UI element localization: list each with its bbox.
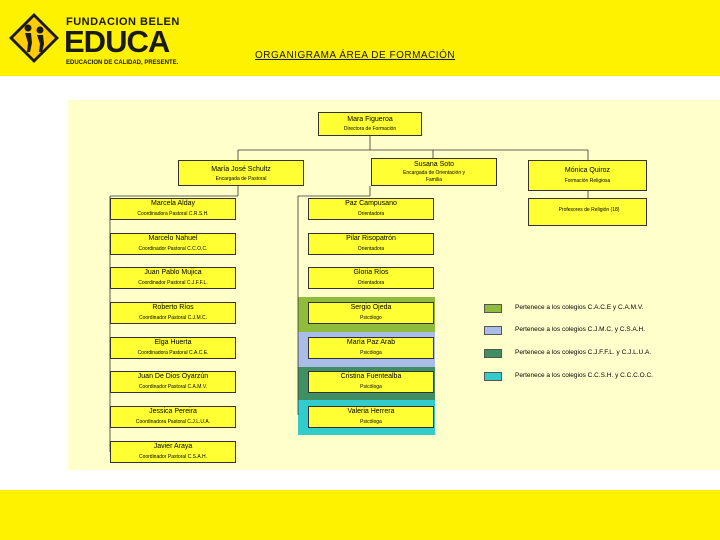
node-religion-teachers: Profesores de Religión (18): [528, 198, 647, 226]
node-name: María José Schultz: [211, 166, 271, 173]
node-name: Mara Figueroa: [347, 116, 393, 123]
node-role: Coordinadora Pastoral C.J.L.U.A.: [135, 419, 211, 425]
node-pastoral-5: Elga Huerta Coordinadora Pastoral C.A.C.…: [110, 337, 236, 359]
node-name: Marcelo Nahuel: [148, 235, 198, 242]
node-name: Jessica Pereira: [149, 408, 197, 415]
node-pastoral-8: Javier Araya Coordinador Pastoral C.S.A.…: [110, 441, 236, 463]
node-manager-pastoral: María José Schultz Encargada de Pastoral: [178, 160, 304, 186]
node-role: Encargada de Orientación y Familia: [403, 170, 465, 183]
node-role: Directora de Formación: [343, 126, 397, 132]
node-director: Mara Figueroa Directora de Formación: [318, 112, 422, 136]
node-pastoral-1: Marcela Alday Coordinadora Pastoral C.R.…: [110, 198, 236, 220]
legend-label-4: Pertenece a los colegios C.C.S.H. y C.C.…: [515, 372, 653, 379]
top-band: [0, 0, 720, 76]
node-role: Formación Religiosa: [564, 178, 611, 184]
node-name: Pilar Risopatrón: [346, 235, 396, 242]
node-role: Coordinadora Pastoral C.R.S.H.: [137, 211, 209, 217]
node-name: Sergio Ojeda: [350, 304, 392, 311]
node-role: Orientadora: [357, 246, 385, 252]
node-name: Susana Soto: [413, 161, 455, 168]
node-name: María Paz Arab: [346, 339, 396, 346]
legend-swatch-1: [484, 304, 502, 313]
node-role: Psicóloga: [360, 419, 382, 425]
logo-text-foundation: FUNDACION BELEN: [66, 16, 180, 28]
node-role: Psicólogo: [360, 315, 382, 321]
node-name: Mónica Quiroz: [564, 167, 611, 174]
logo: FUNDACION BELEN EDUCA EDUCACION DE CALID…: [8, 10, 208, 66]
node-name: Roberto Ríos: [152, 304, 194, 311]
node-name: Javier Araya: [153, 443, 193, 450]
node-pastoral-3: Juan Pablo Mujica Coordinador Pastoral C…: [110, 267, 236, 289]
node-orientation-2: Pilar Risopatrón Orientadora: [308, 233, 434, 255]
legend-label-3: Pertenece a los colegios C.J.F.F.L. y C.…: [515, 349, 652, 356]
node-name: Paz Campusano: [345, 200, 397, 207]
node-name: Gloria Ríos: [353, 269, 389, 276]
node-orientation-3: Gloria Ríos Orientadora: [308, 267, 434, 289]
node-role: Coordinador Pastoral C.C.O.C.: [138, 246, 208, 252]
legend-label-2: Pertenece a los colegios C.J.M.C. y C.S.…: [515, 326, 646, 333]
node-role: Coordinador Pastoral C.S.A.H.: [138, 454, 208, 460]
node-pastoral-4: Roberto Ríos Coordinador Pastoral C.J.M.…: [110, 302, 236, 324]
node-name: Marcela Alday: [151, 200, 195, 207]
node-name: Juan Pablo Mujica: [144, 269, 202, 276]
node-manager-orientation: Susana Soto Encargada de Orientación y F…: [371, 158, 497, 186]
node-role: Coordinador Pastoral C.J.M.C.: [138, 315, 208, 321]
node-orientation-7: Valeria Herrera Psicóloga: [308, 406, 434, 428]
node-name: Valeria Herrera: [347, 408, 395, 415]
node-role: Psicóloga: [360, 350, 382, 356]
node-orientation-4: Sergio Ojeda Psicólogo: [308, 302, 434, 324]
node-role: Orientadora: [357, 211, 385, 217]
logo-tagline: EDUCACION DE CALIDAD, PRESENTE.: [66, 60, 179, 66]
legend-swatch-4: [484, 372, 502, 381]
node-role: Encargada de Pastoral: [215, 176, 267, 182]
node-orientation-6: Cristina Fuentealba Psicóloga: [308, 371, 434, 393]
node-role: Coordinadora Pastoral C.A.C.E.: [137, 350, 209, 356]
legend-swatch-2: [484, 326, 502, 335]
node-orientation-5: María Paz Arab Psicóloga: [308, 337, 434, 359]
bottom-band: [0, 490, 720, 540]
node-pastoral-6: Juan De Dios Oyarzún Coordinador Pastora…: [110, 371, 236, 393]
node-orientation-1: Paz Campusano Orientadora: [308, 198, 434, 220]
node-name: Cristina Fuentealba: [340, 373, 402, 380]
node-manager-religion: Mónica Quiroz Formación Religiosa: [528, 160, 647, 191]
node-pastoral-2: Marcelo Nahuel Coordinador Pastoral C.C.…: [110, 233, 236, 255]
node-role: Psicóloga: [360, 384, 382, 390]
node-role: Coordinador Pastoral C.J.F.F.L.: [138, 280, 208, 286]
school-crossing-sign-icon: [9, 13, 59, 63]
node-role: Orientadora: [357, 280, 385, 286]
node-pastoral-7: Jessica Pereira Coordinadora Pastoral C.…: [110, 406, 236, 428]
page-title: ORGANIGRAMA ÁREA DE FORMACIÓN: [255, 50, 456, 61]
legend-label-1: Pertenece a los colegios C.A.C.E y C.A.M…: [515, 304, 644, 311]
legend-swatch-3: [484, 349, 502, 358]
logo-text-educa: EDUCA: [64, 24, 170, 59]
node-name: Juan De Dios Oyarzún: [137, 373, 209, 380]
node-name: Elga Huerta: [154, 339, 192, 346]
node-role: Coordinador Pastoral C.A.M.V.: [138, 384, 208, 390]
node-role: Profesores de Religión (18): [558, 207, 620, 213]
